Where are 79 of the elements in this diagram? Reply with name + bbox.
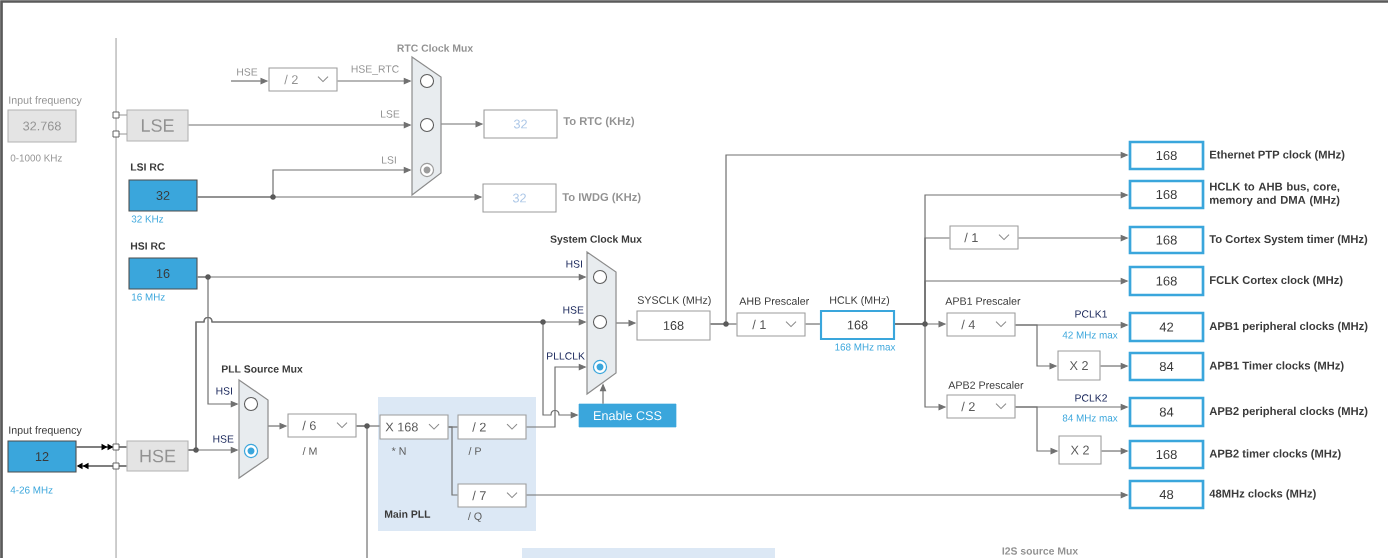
edge-label: LSE: [379, 109, 401, 119]
heading: I2S source Mux: [1002, 547, 1079, 555]
output-box: 84: [1128, 351, 1205, 382]
edge-label: PLLCLK: [545, 351, 586, 361]
shaded-region: [522, 548, 775, 558]
source-block: LSE: [126, 109, 189, 142]
output-box: 168: [1128, 439, 1205, 470]
edge-label: PCLK1: [1073, 309, 1109, 319]
frequency-label: 32 KHz: [131, 215, 164, 223]
heading: SYSCLK (MHz): [637, 296, 711, 306]
dropdown: / 2: [268, 67, 338, 92]
input-box: 12: [7, 440, 77, 473]
output-box: 168: [1128, 225, 1205, 255]
heading: System Clock Mux: [550, 235, 642, 245]
output-label: FCLK Cortex clock (MHz): [1210, 275, 1343, 287]
factor-label: / M: [302, 447, 317, 455]
value-box: 168: [636, 310, 711, 341]
heading: Input frequency: [9, 96, 82, 106]
frequency-label: 0-1000 KHz: [10, 154, 62, 162]
factor-label: / P: [468, 447, 481, 455]
output-label: To Cortex System timer (MHz): [1209, 234, 1368, 246]
output-label: Ethernet PTP clock (MHz): [1210, 150, 1345, 161]
factor-label: / Q: [467, 512, 482, 522]
output-label: APB1 Timer clocks (MHz): [1209, 361, 1344, 372]
output-box: 42: [1128, 311, 1205, 343]
frequency-label: 84 MHz max: [1062, 414, 1118, 422]
frequency-label: 42 MHz max: [1062, 331, 1118, 339]
edge-label: HSI: [564, 259, 584, 269]
heading: HCLK (MHz): [830, 296, 890, 306]
output-label: APB2 peripheral clocks (MHz): [1209, 406, 1368, 418]
value-box: 32: [482, 183, 557, 213]
output-box: 168: [1128, 179, 1205, 210]
dropdown: X 168: [379, 414, 449, 440]
output-label: To RTC (KHz): [563, 116, 635, 128]
multiplier-box: X 2: [1058, 435, 1102, 465]
frequency-label: 4-26 MHz: [10, 486, 53, 494]
heading: HSI RC: [130, 242, 166, 250]
edge-label: HSE_RTC: [350, 64, 400, 76]
output-label: APB1 peripheral clocks (MHz): [1209, 321, 1368, 333]
factor-label: * N: [391, 447, 406, 455]
output-box: 48: [1128, 479, 1205, 510]
value-box: 168: [819, 309, 896, 341]
edge-label: LSI: [380, 155, 398, 165]
heading: Main PLL: [384, 510, 431, 518]
dropdown: / 2: [457, 414, 527, 440]
input-box: 32.768: [7, 109, 77, 143]
dropdown: / 1: [949, 225, 1019, 250]
heading: LSI RC: [130, 163, 165, 171]
output-label: 48MHz clocks (MHz): [1209, 489, 1316, 500]
input-box: 32: [128, 179, 198, 212]
heading: AHB Prescaler: [739, 297, 809, 305]
frequency-label: 168 MHz max: [835, 343, 896, 351]
value-box: 32: [483, 109, 558, 139]
button: Enable CSS: [578, 403, 677, 428]
dropdown: / 7: [457, 483, 527, 508]
output-box: 84: [1128, 396, 1205, 428]
frequency-label: 16 MHz: [132, 293, 165, 301]
dropdown: / 2: [946, 394, 1016, 419]
heading: PLL Source Mux: [221, 365, 303, 373]
heading: APB1 Prescaler: [945, 297, 1021, 305]
output-box: 168: [1128, 265, 1205, 297]
dropdown: / 1: [736, 312, 806, 337]
dropdown: / 4: [946, 312, 1016, 337]
output-label: To IWDG (KHz): [562, 192, 641, 204]
output-box: 168: [1128, 140, 1205, 171]
heading: APB2 Prescaler: [948, 381, 1024, 389]
output-label: HCLK to AHB bus, core, memory and DMA (MHz): [1210, 182, 1340, 207]
heading: RTC Clock Mux: [397, 44, 474, 52]
edge-label: HSE: [211, 434, 235, 444]
source-block: HSE: [126, 440, 189, 472]
dropdown: / 6: [287, 413, 357, 438]
heading: Input frequency: [9, 426, 82, 436]
edge-label: HSI: [214, 386, 234, 396]
edge-label: HSE: [235, 67, 259, 77]
input-box: 16: [128, 257, 198, 290]
output-label: APB2 timer clocks (MHz): [1209, 449, 1341, 460]
edge-label: PCLK2: [1073, 393, 1109, 403]
multiplier-box: X 2: [1057, 350, 1101, 381]
edge-label: HSE: [561, 305, 585, 315]
